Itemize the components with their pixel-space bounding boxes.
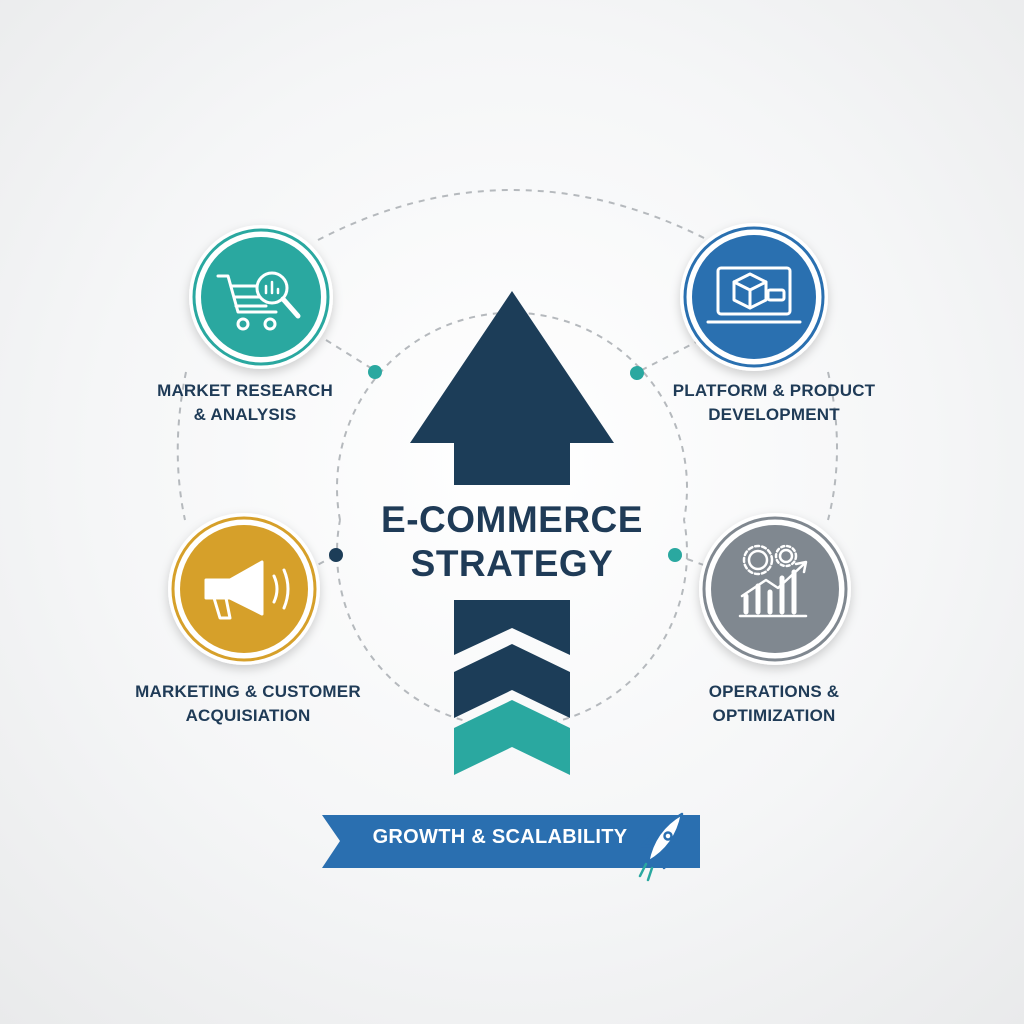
- node-operations: [699, 513, 851, 665]
- outer-ring-top-arc: [317, 189, 709, 241]
- label-operations-line1: OPERATIONS &: [708, 682, 840, 701]
- label-operations-line2: OPTIMIZATION: [712, 705, 836, 725]
- arrow-head: [410, 291, 614, 485]
- growth-banner: [322, 815, 700, 868]
- outer-dashed-ring: [176, 189, 838, 729]
- rocket-icon: [638, 812, 684, 882]
- inner-ring-circle: [336, 311, 688, 729]
- node-platform-product: [680, 223, 828, 371]
- label-market-line1: MARKET RESEARCH: [157, 381, 333, 400]
- label-market-line2: & ANALYSIS: [193, 404, 297, 424]
- outer-ring-right-arc: [827, 371, 838, 521]
- junction-dot-market: [368, 365, 382, 379]
- center-title-line2: STRATEGY: [410, 543, 614, 585]
- arrow-stem-chevron-3: [454, 700, 570, 775]
- label-marketing-line1: MARKETING & CUSTOMER: [135, 682, 361, 701]
- label-platform-line1: PLATFORM & PRODUCT: [672, 381, 876, 400]
- connector-market: [325, 339, 375, 371]
- junction-dot-marketing: [329, 548, 343, 562]
- label-platform-product: PLATFORM & PRODUCT DEVELOPMENT: [664, 379, 884, 427]
- banner-ribbon: [322, 815, 700, 868]
- label-marketing-line2: ACQUISIATION: [185, 705, 311, 725]
- label-marketing: MARKETING & CUSTOMER ACQUISIATION: [128, 680, 368, 728]
- label-platform-line2: DEVELOPMENT: [708, 404, 840, 424]
- cart-magnifier-icon: [216, 271, 301, 331]
- outer-ring-left-arc: [176, 371, 187, 521]
- laptop-box-icon: [706, 266, 802, 324]
- arrow-stem-chevron-2: [454, 644, 570, 718]
- banner-text: GROWTH & SCALABILITY: [372, 826, 628, 848]
- arrow-stem-chevron-1: [454, 600, 570, 655]
- junction-dot-operations: [668, 548, 682, 562]
- gears-chart-icon: [738, 544, 808, 618]
- megaphone-icon: [204, 560, 290, 620]
- growth-arrow: [410, 291, 614, 775]
- center-title: E-COMMERCE STRATEGY: [362, 498, 662, 587]
- label-market-research: MARKET RESEARCH & ANALYSIS: [140, 379, 350, 427]
- center-title-line1: E-COMMERCE: [381, 499, 643, 540]
- junction-dot-platform: [630, 366, 644, 380]
- label-operations: OPERATIONS & OPTIMIZATION: [674, 680, 874, 728]
- connector-platform: [637, 339, 701, 373]
